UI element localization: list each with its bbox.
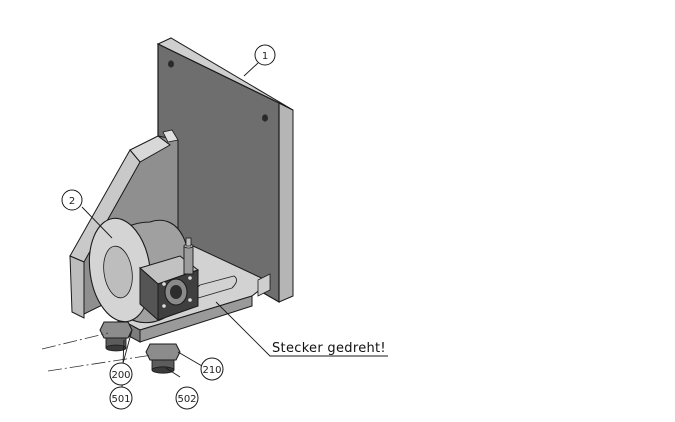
balloon-label: 502 — [177, 394, 196, 405]
balloon-502: 502 — [175, 386, 199, 410]
balloon-label: 200 — [111, 370, 130, 381]
cable-gland-right — [145, 343, 181, 374]
balloon-1: 1 — [254, 44, 276, 66]
balloon-2: 2 — [61, 189, 83, 211]
balloon-label: 501 — [111, 394, 130, 405]
balloon-210: 210 — [200, 357, 224, 381]
mounting-plate — [156, 37, 294, 304]
balloon-label: 210 — [202, 365, 221, 376]
balloon-label: 2 — [69, 196, 75, 207]
leader-lines — [81, 62, 388, 389]
annotation-note: Stecker gedreht! — [272, 341, 386, 356]
balloon-200: 200 — [109, 362, 133, 386]
balloon-501: 501 — [109, 386, 133, 410]
connector-block — [138, 237, 200, 322]
cable-gland-left — [99, 321, 133, 352]
balloon-label: 1 — [262, 51, 268, 62]
center-lines — [41, 332, 153, 372]
